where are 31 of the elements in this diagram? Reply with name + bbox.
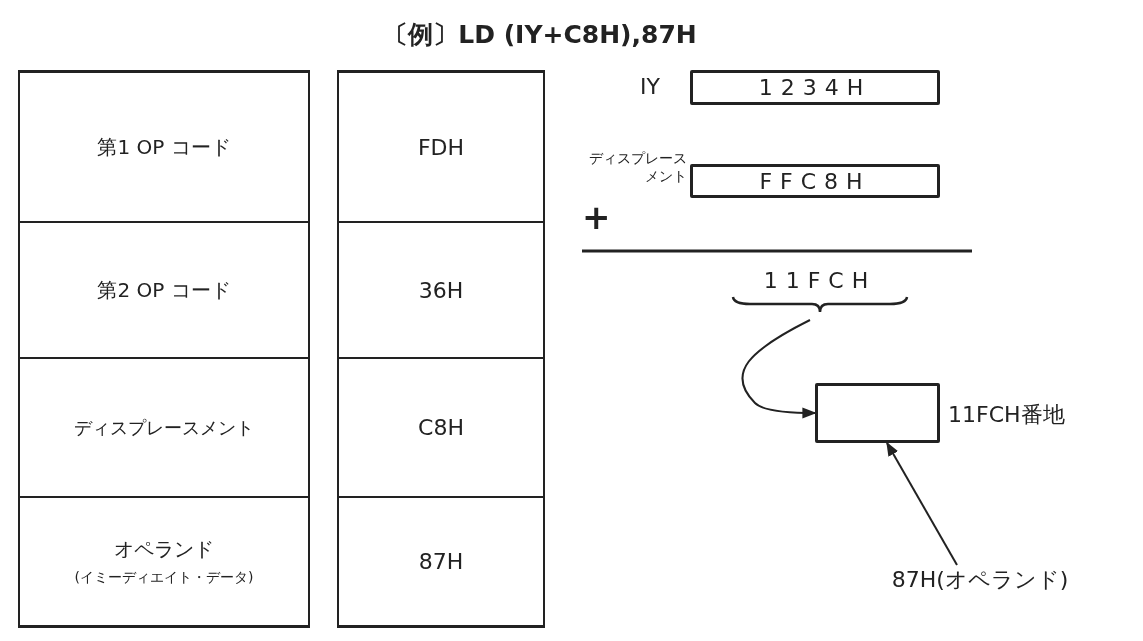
arrow	[886, 441, 958, 566]
cell-text: FDH	[417, 134, 465, 160]
cell-text: ディスプレースメント	[74, 415, 254, 440]
table-cell	[18, 222, 310, 358]
cell-text: C8H	[418, 415, 464, 440]
table-cell	[337, 497, 545, 628]
title: 〔例〕LD (IY+C8H),87H	[382, 19, 698, 51]
table-cell	[18, 358, 310, 497]
register-label: IY	[640, 74, 660, 99]
register-value: FFC8H	[759, 168, 871, 194]
register-box	[690, 164, 940, 198]
cell-text: 36H	[418, 277, 464, 303]
arrow	[741, 319, 817, 419]
table-cell	[337, 70, 545, 222]
cell-text: (イミーディエイト・データ)	[74, 569, 254, 587]
memory-box	[815, 383, 940, 443]
cell-text: 第2 OP コード	[97, 276, 231, 304]
table-cell	[337, 358, 545, 497]
register-label: ディスプレースメント	[588, 150, 687, 186]
register-box	[690, 70, 940, 105]
cell-text: 第1 OP コード	[97, 133, 231, 161]
table-cell	[337, 222, 545, 358]
table-cell	[18, 497, 310, 628]
cell-text: 87H	[418, 549, 464, 574]
cell-text: オペランド	[114, 536, 214, 563]
operand-label: 87H(オペランド)	[891, 566, 1069, 594]
plus-sign: +	[582, 200, 611, 234]
register-value: 1234H	[758, 75, 872, 100]
register-label: 11FCH番地	[948, 401, 1065, 429]
sum-value: 11FCH	[763, 268, 877, 293]
table-cell	[18, 70, 310, 222]
